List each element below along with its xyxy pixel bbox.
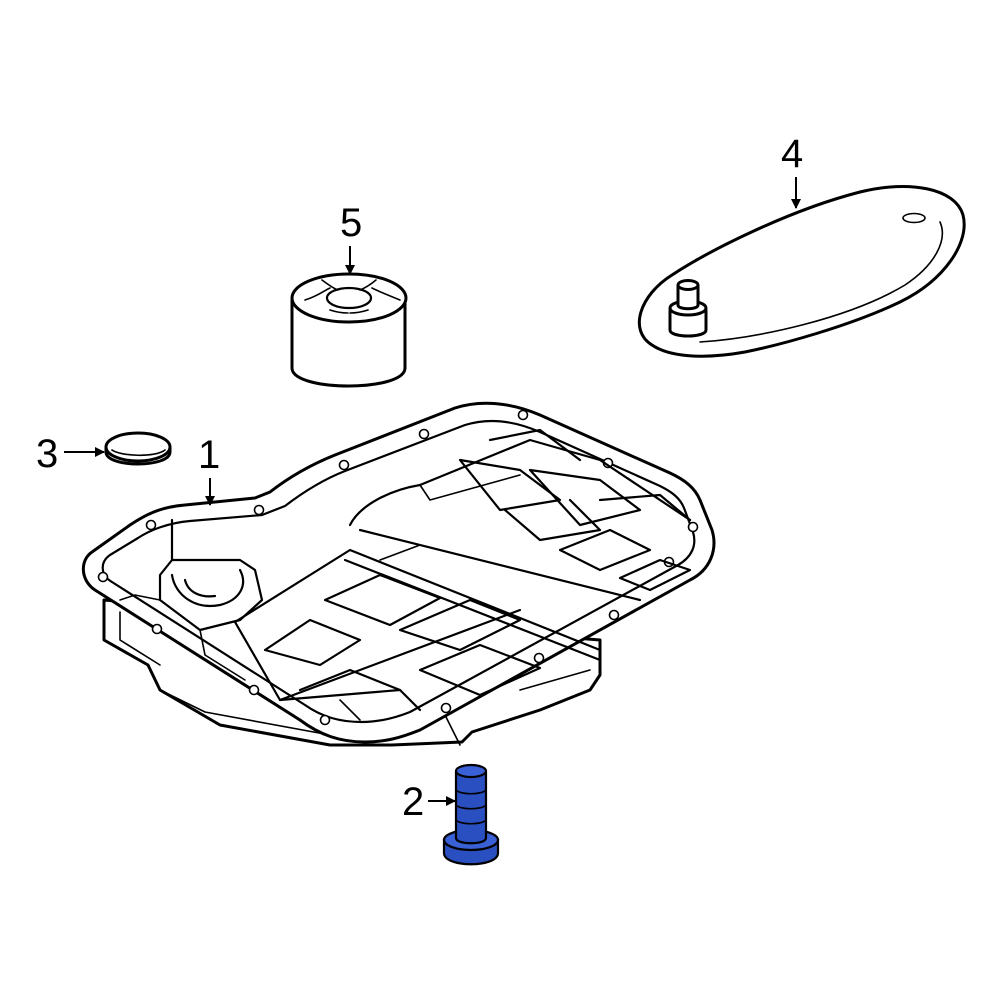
callout-number: 4 (781, 132, 803, 176)
flange-bolt-holes (97, 409, 699, 726)
callout-5: 5 (340, 201, 362, 275)
callout-number: 5 (340, 201, 362, 245)
callout-2: 2 (402, 780, 456, 824)
callout-1: 1 (198, 433, 220, 506)
callout-number: 2 (402, 780, 424, 824)
oil-pan-part[interactable] (81, 401, 716, 747)
filter-element-part[interactable] (290, 272, 408, 388)
callout-number: 1 (198, 433, 220, 477)
filter-gasket-part[interactable] (637, 185, 966, 358)
plug-gasket-part[interactable] (104, 431, 172, 466)
callout-number: 3 (36, 432, 58, 476)
callout-4: 4 (781, 132, 803, 209)
drain-plug-part[interactable] (442, 763, 500, 866)
callout-3: 3 (36, 432, 105, 476)
